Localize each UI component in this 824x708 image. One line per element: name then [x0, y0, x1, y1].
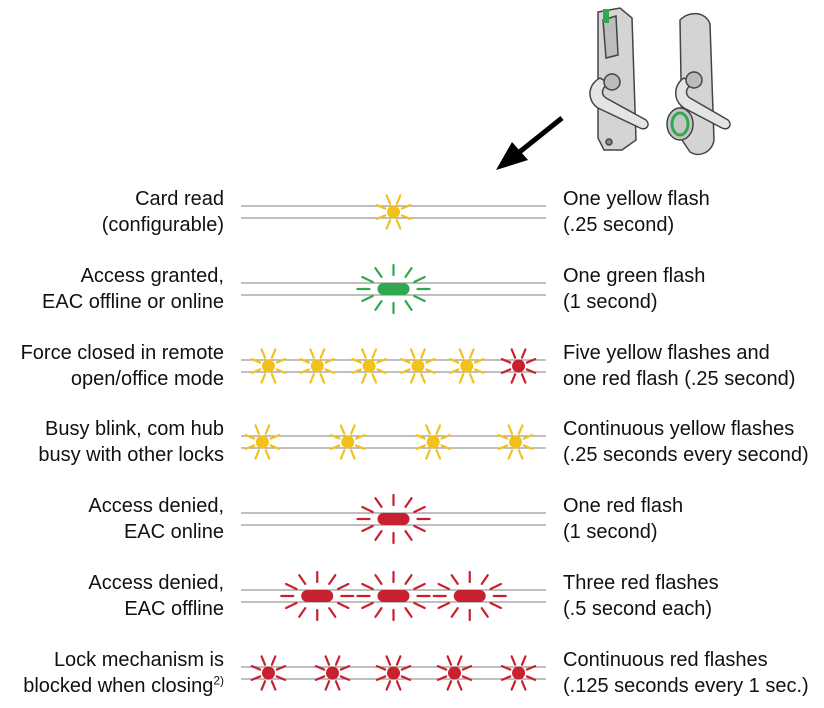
lock-front-illustration [589, 7, 649, 151]
row-label-4: Busy blink, com hub busy with other locks [0, 416, 224, 468]
yellow-flash-icon [415, 424, 451, 460]
row-description-line: Continuous red flashes [563, 649, 768, 671]
row-description-line: (1 second) [563, 521, 658, 543]
flash-tracks [241, 194, 546, 691]
row-label-line: EAC offline or online [42, 291, 224, 313]
flash-row-4 [241, 424, 546, 460]
yellow-flash-icon [375, 194, 412, 230]
red-flash-icon [314, 655, 351, 691]
row-label-3: Force closed in remote open/office mode [0, 340, 224, 392]
row-description-5: One red flash (1 second) [563, 493, 823, 545]
footnote-marker: 2) [213, 673, 224, 688]
row-label-line: Lock mechanism is [53, 649, 224, 671]
red-flash-icon [436, 655, 473, 691]
flash-row-2 [241, 263, 546, 315]
row-description-line: Three red flashes [563, 572, 719, 594]
row-description-4: Continuous yellow flashes (.25 seconds ev… [563, 416, 823, 468]
yellow-flash-icon [244, 424, 281, 460]
row-label-line: EAC online [123, 521, 224, 543]
yellow-flash-icon [497, 424, 534, 460]
flash-row-5 [241, 493, 546, 545]
red-flash-icon [432, 570, 507, 622]
row-label-line: blocked when closing [23, 675, 214, 697]
flash-row-3 [241, 348, 546, 384]
row-description-line: (.25 second) [563, 214, 675, 236]
row-description-line: (1 second) [563, 291, 658, 313]
row-description-3: Five yellow flashes and one red flash (.2… [563, 340, 823, 392]
row-description-7: Continuous red flashes (.125 seconds ever… [563, 647, 823, 699]
row-label-7: Lock mechanism is blocked when closing2) [0, 647, 224, 699]
arrow-icon [496, 116, 564, 170]
row-description-line: Five yellow flashes and [563, 342, 770, 364]
row-description-line: Continuous yellow flashes [563, 418, 795, 440]
green-flash-icon [356, 263, 431, 315]
row-description-line: One red flash [563, 495, 684, 517]
row-description-line: (.125 seconds every 1 sec.) [563, 675, 809, 697]
flash-row-6 [241, 570, 546, 622]
row-label-line: Card read [135, 188, 224, 210]
row-label-6: Access denied, EAC offline [0, 570, 224, 622]
yellow-flash-icon [400, 348, 436, 384]
row-label-2: Access granted, EAC offline or online [0, 263, 224, 315]
row-label-line: Access denied, [88, 572, 224, 594]
row-label-line: Access denied, [88, 495, 224, 517]
row-description-6: Three red flashes (.5 second each) [563, 570, 823, 622]
row-label-5: Access denied, EAC online [0, 493, 224, 545]
red-flash-icon [356, 493, 431, 545]
row-description-line: one red flash (.25 second) [563, 368, 796, 390]
row-label-line: Access granted, [80, 265, 224, 287]
row-label-line: Force closed in remote [20, 342, 224, 364]
yellow-flash-icon [448, 348, 485, 384]
row-description-line: One yellow flash [563, 188, 710, 210]
red-flash-icon [375, 655, 412, 691]
row-label-line: open/office mode [70, 368, 224, 390]
flash-row-7 [241, 655, 546, 691]
yellow-flash-icon [299, 348, 335, 384]
row-label-1: Card read (configurable) [0, 186, 224, 238]
row-description-line: One green flash [563, 265, 706, 287]
row-description-line: (.25 seconds every second) [563, 444, 809, 466]
row-description-2: One green flash (1 second) [563, 263, 823, 315]
red-flash-icon [500, 348, 537, 384]
row-label-line: (configurable) [101, 214, 224, 236]
red-flash-icon [250, 655, 287, 691]
row-label-line: Busy blink, com hub [45, 418, 224, 440]
row-description-line: (.5 second each) [563, 598, 712, 620]
red-flash-icon [500, 655, 537, 691]
yellow-flash-icon [250, 348, 287, 384]
red-flash-icon [280, 570, 355, 622]
row-description-1: One yellow flash (.25 second) [563, 186, 823, 238]
flash-row-1 [241, 194, 546, 230]
lock-side-illustration [666, 12, 731, 156]
red-flash-icon [356, 570, 431, 622]
yellow-flash-icon [330, 424, 366, 460]
yellow-flash-icon [351, 348, 387, 384]
row-label-line: EAC offline [124, 598, 224, 620]
row-label-line: busy with other locks [38, 444, 224, 466]
